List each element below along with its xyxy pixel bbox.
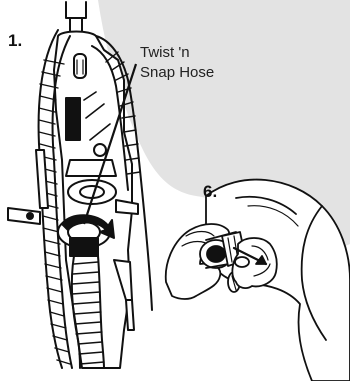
handle-top xyxy=(66,2,86,18)
step-number-1: 1. xyxy=(8,31,22,51)
upper-slot xyxy=(74,54,86,78)
callout-line-2: Snap Hose xyxy=(140,63,214,83)
callout-line-1: Twist 'n xyxy=(140,43,214,63)
thumb xyxy=(235,257,249,267)
filter-window xyxy=(66,98,80,140)
side-clamp xyxy=(8,208,40,224)
step-number-6: 6. xyxy=(203,182,217,202)
hands-attaching-hose-illustration xyxy=(166,180,350,381)
callout-label: Twist 'n Snap Hose xyxy=(140,43,214,83)
right-clamp xyxy=(116,200,138,214)
cord-hook xyxy=(94,144,106,156)
